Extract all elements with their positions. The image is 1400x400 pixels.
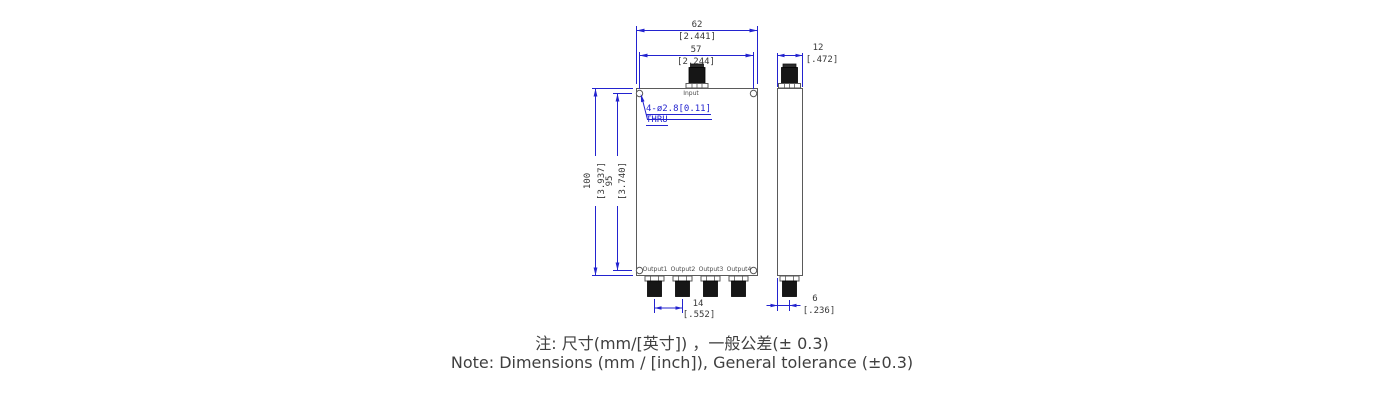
note-chinese: 注: 尺寸(mm/[英寸]) ，一般公差(± 0.3) [535, 334, 829, 353]
output2-connector [672, 275, 693, 297]
hole-top-right [749, 89, 758, 98]
dim-95-lines [613, 93, 632, 271]
dim-side-width-mm: 12 [812, 43, 824, 53]
output-connectors-front [644, 275, 749, 297]
dim-output-pitch-inch: [.552] [682, 310, 716, 320]
dim-output-pitch-mm: 14 [692, 299, 704, 309]
dim-57-lines [639, 52, 754, 89]
output4-connector [728, 275, 749, 297]
dim-connector-offset-inch: [.236] [802, 306, 836, 316]
side-body-outline [777, 88, 803, 276]
hole-callout-line2-wrap: THRU [646, 109, 668, 127]
hole-bottom-right [749, 266, 758, 275]
dim-62-lines [636, 26, 758, 84]
hole-callout-spec: 4-ø2.8[0.11] [646, 104, 712, 115]
hole-bottom-left [635, 266, 644, 275]
dim-hole-spacing-h-inch: [2.244] [677, 57, 715, 67]
output-connector-side [779, 275, 800, 297]
hole-callout-line1-wrap: 4-ø2.8[0.11] [646, 98, 712, 116]
dim-overall-width-mm: 62 [691, 20, 703, 30]
output4-label: Output4 [726, 266, 752, 273]
output1-label: Output1 [642, 266, 668, 273]
output1-connector [644, 275, 665, 297]
hole-callout-thru: THRU [646, 115, 668, 126]
dim-overall-height-mm: 100 [583, 172, 593, 190]
note-english: Note: Dimensions (mm / [inch]), General … [450, 353, 914, 372]
hole-top-left [635, 89, 644, 98]
dim-hole-spacing-v-mm: 95 [605, 175, 615, 187]
dim-hole-spacing-v-inch: [3.740] [618, 162, 628, 200]
dim-connector-offset-mm: 6 [812, 294, 818, 304]
dim-overall-width-inch: [2.441] [678, 32, 716, 42]
input-port-label: Input [683, 90, 699, 97]
dim-100-lines [592, 88, 633, 276]
hole-callout-leader [641, 95, 712, 120]
output3-connector [700, 275, 721, 297]
output3-label: Output3 [698, 266, 724, 273]
input-connector-side [778, 63, 801, 89]
dim-side-width-inch: [.472] [805, 55, 839, 65]
input-connector-front [685, 63, 709, 89]
dim-hole-spacing-h-mm: 57 [690, 45, 702, 55]
output2-label: Output2 [670, 266, 696, 273]
dimension-arrows [593, 28, 803, 310]
